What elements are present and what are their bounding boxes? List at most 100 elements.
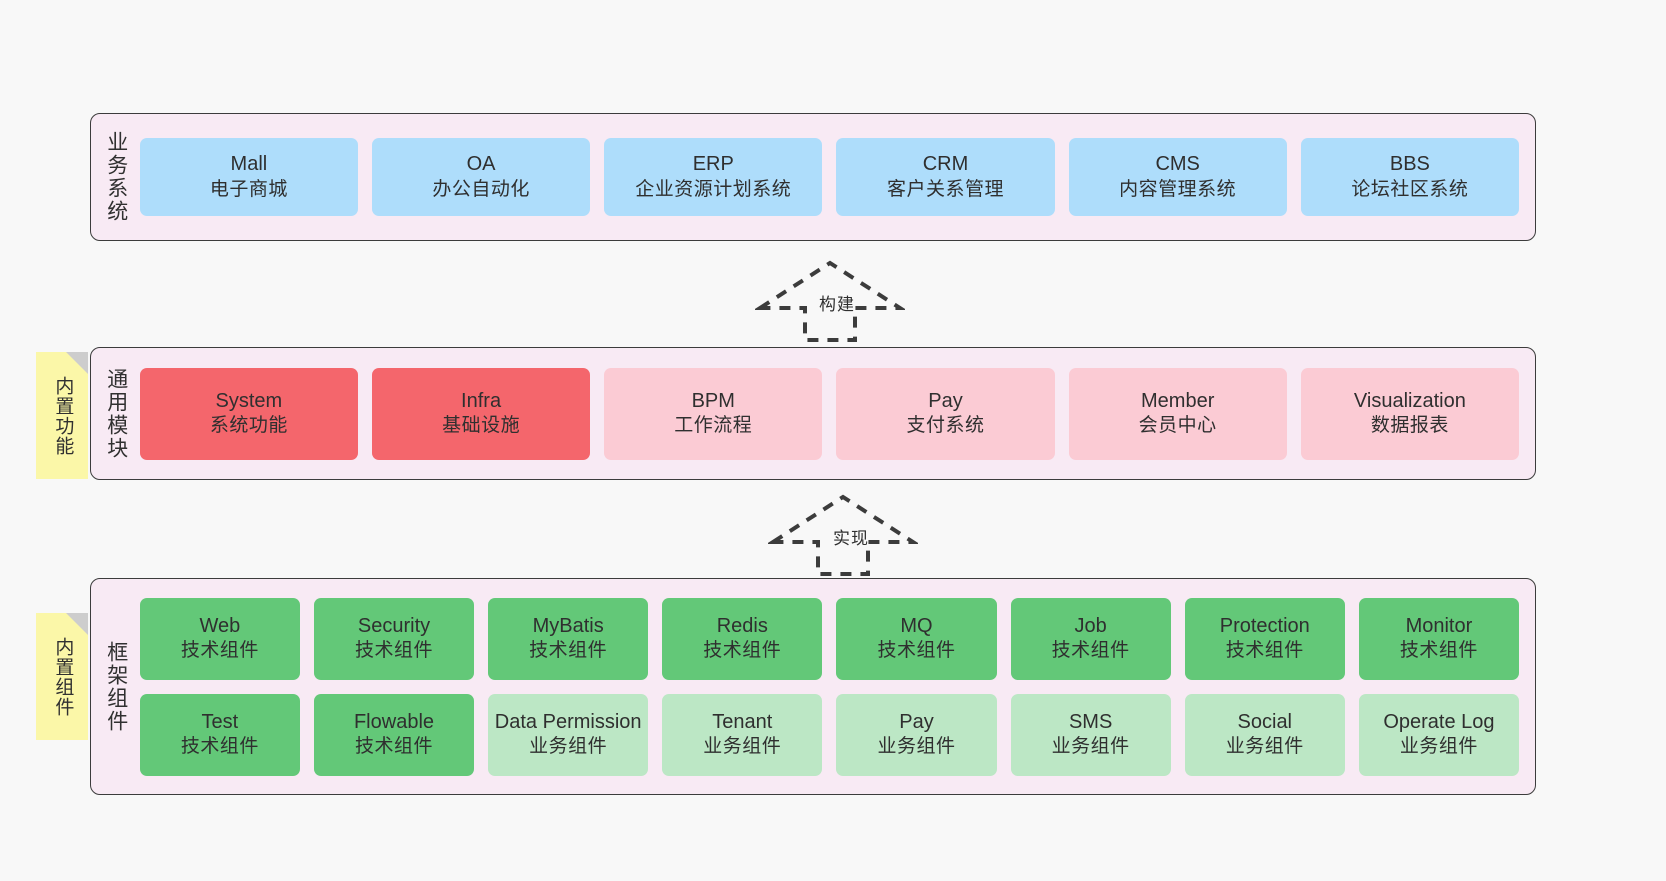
- node-data-permission[interactable]: Data Permission 业务组件: [488, 693, 649, 776]
- node-mybatis[interactable]: MyBatis 技术组件: [488, 597, 649, 680]
- node-flowable[interactable]: Flowable 技术组件: [313, 693, 475, 776]
- node-crm-title: CRM: [922, 153, 969, 176]
- framework-business-row: Test 技术组件 Flowable 技术组件 Data Permission …: [139, 693, 1520, 776]
- node-sms[interactable]: SMS 业务组件: [1010, 693, 1171, 776]
- node-oa[interactable]: OA 办公自动化: [371, 138, 591, 216]
- node-pay-module[interactable]: Pay 支付系统: [836, 367, 1055, 460]
- node-operate-log-subtitle: 业务组件: [1399, 736, 1478, 758]
- node-bbs-subtitle: 论坛社区系统: [1351, 178, 1469, 200]
- node-bpm-subtitle: 工作流程: [674, 415, 753, 437]
- node-operate-log-title: Operate Log: [1383, 710, 1495, 733]
- node-bbs[interactable]: BBS 论坛社区系统: [1300, 138, 1519, 216]
- note-builtin-feature-text: 内置功能: [52, 375, 74, 456]
- node-redis-subtitle: 技术组件: [703, 640, 782, 662]
- node-security[interactable]: Security 技术组件: [313, 597, 475, 680]
- layer-common-module: 通用模块 System 系统功能 Infra 基础设施 BPM 工作流程 Pay: [90, 347, 1536, 480]
- node-monitor-title: Monitor: [1405, 614, 1473, 637]
- layer-common-module-body: System 系统功能 Infra 基础设施 BPM 工作流程 Pay 支付系统…: [134, 348, 1535, 479]
- connector-implement-label: 实现: [833, 529, 869, 548]
- node-erp-subtitle: 企业资源计划系统: [635, 178, 792, 200]
- layer-framework-component: 框架组件 Web 技术组件 Security 技术组件 MyBatis 技术组: [90, 578, 1536, 795]
- node-mq-title: MQ: [900, 614, 933, 637]
- node-infra[interactable]: Infra 基础设施: [371, 367, 591, 460]
- node-system-subtitle: 系统功能: [209, 415, 288, 437]
- node-monitor[interactable]: Monitor 技术组件: [1358, 597, 1520, 680]
- node-flowable-subtitle: 技术组件: [354, 736, 433, 758]
- node-bbs-title: BBS: [1389, 153, 1430, 176]
- node-cms-title: CMS: [1155, 153, 1200, 176]
- node-oa-title: OA: [466, 153, 496, 176]
- node-erp-title: ERP: [692, 153, 734, 176]
- node-protection[interactable]: Protection 技术组件: [1184, 597, 1345, 680]
- note-builtin-component: 内置组件: [36, 613, 88, 740]
- node-mall[interactable]: Mall 电子商城: [139, 138, 358, 216]
- node-job[interactable]: Job 技术组件: [1010, 597, 1171, 680]
- node-bpm[interactable]: BPM 工作流程: [604, 367, 823, 460]
- node-web-title: Web: [199, 614, 241, 637]
- node-mybatis-subtitle: 技术组件: [529, 640, 608, 662]
- layer-business-system-label: 业务系统: [104, 131, 128, 223]
- framework-node-grid: Web 技术组件 Security 技术组件 MyBatis 技术组件 Redi…: [139, 597, 1520, 776]
- note-builtin-component-text: 内置组件: [52, 636, 74, 717]
- node-system[interactable]: System 系统功能: [139, 367, 358, 460]
- node-pay-component[interactable]: Pay 业务组件: [836, 693, 997, 776]
- node-tenant-subtitle: 业务组件: [703, 736, 782, 758]
- node-tenant-title: Tenant: [712, 710, 773, 733]
- layer-framework-component-label: 框架组件: [104, 640, 128, 733]
- node-redis[interactable]: Redis 技术组件: [662, 597, 823, 680]
- node-infra-title: Infra: [461, 389, 502, 412]
- module-node-row: System 系统功能 Infra 基础设施 BPM 工作流程 Pay 支付系统…: [139, 367, 1519, 460]
- node-test-title: Test: [201, 710, 239, 733]
- node-web[interactable]: Web 技术组件: [139, 597, 300, 680]
- node-operate-log[interactable]: Operate Log 业务组件: [1358, 693, 1520, 776]
- node-sms-subtitle: 业务组件: [1051, 736, 1130, 758]
- node-cms[interactable]: CMS 内容管理系统: [1068, 138, 1287, 216]
- node-data-permission-title: Data Permission: [494, 710, 642, 733]
- layer-framework-component-body: Web 技术组件 Security 技术组件 MyBatis 技术组件 Redi…: [134, 579, 1535, 794]
- node-security-subtitle: 技术组件: [354, 640, 433, 662]
- node-data-permission-subtitle: 业务组件: [529, 736, 608, 758]
- note-fold-icon: [66, 352, 88, 374]
- node-tenant[interactable]: Tenant 业务组件: [662, 693, 823, 776]
- node-pay-module-title: Pay: [928, 389, 963, 412]
- node-test-subtitle: 技术组件: [180, 736, 259, 758]
- node-system-title: System: [215, 389, 283, 412]
- layer-business-system-body: Mall 电子商城 OA 办公自动化 ERP 企业资源计划系统 CRM 客户关系…: [134, 114, 1535, 240]
- layer-business-system: 业务系统 Mall 电子商城 OA 办公自动化 ERP 企业资源计划系统 CRM: [90, 113, 1536, 241]
- node-social-subtitle: 业务组件: [1225, 736, 1304, 758]
- node-security-title: Security: [357, 614, 431, 637]
- node-erp[interactable]: ERP 企业资源计划系统: [604, 138, 823, 216]
- node-web-subtitle: 技术组件: [180, 640, 259, 662]
- layer-common-module-label: 通用模块: [104, 367, 128, 460]
- node-oa-subtitle: 办公自动化: [432, 178, 530, 200]
- node-pay-module-subtitle: 支付系统: [906, 415, 985, 437]
- node-bpm-title: BPM: [691, 389, 735, 412]
- node-crm-subtitle: 客户关系管理: [886, 178, 1004, 200]
- business-node-row: Mall 电子商城 OA 办公自动化 ERP 企业资源计划系统 CRM 客户关系…: [139, 138, 1519, 216]
- node-infra-subtitle: 基础设施: [442, 415, 521, 437]
- node-member-title: Member: [1141, 389, 1215, 412]
- node-visualization[interactable]: Visualization 数据报表: [1300, 367, 1519, 460]
- node-mq[interactable]: MQ 技术组件: [836, 597, 997, 680]
- node-test[interactable]: Test 技术组件: [139, 693, 300, 776]
- framework-tech-row: Web 技术组件 Security 技术组件 MyBatis 技术组件 Redi…: [139, 597, 1520, 680]
- node-mall-title: Mall: [230, 153, 268, 176]
- node-social-title: Social: [1237, 710, 1293, 733]
- node-crm[interactable]: CRM 客户关系管理: [836, 138, 1055, 216]
- node-flowable-title: Flowable: [353, 710, 435, 733]
- node-job-title: Job: [1074, 614, 1107, 637]
- node-job-subtitle: 技术组件: [1051, 640, 1130, 662]
- node-protection-subtitle: 技术组件: [1225, 640, 1304, 662]
- node-member[interactable]: Member 会员中心: [1068, 367, 1287, 460]
- node-protection-title: Protection: [1219, 614, 1310, 637]
- node-monitor-subtitle: 技术组件: [1399, 640, 1478, 662]
- node-visualization-subtitle: 数据报表: [1370, 415, 1449, 437]
- node-mq-subtitle: 技术组件: [877, 640, 956, 662]
- node-pay-component-subtitle: 业务组件: [877, 736, 956, 758]
- node-social[interactable]: Social 业务组件: [1184, 693, 1345, 776]
- node-sms-title: SMS: [1068, 710, 1113, 733]
- node-mall-subtitle: 电子商城: [209, 178, 288, 200]
- node-member-subtitle: 会员中心: [1138, 415, 1217, 437]
- node-visualization-title: Visualization: [1353, 389, 1466, 412]
